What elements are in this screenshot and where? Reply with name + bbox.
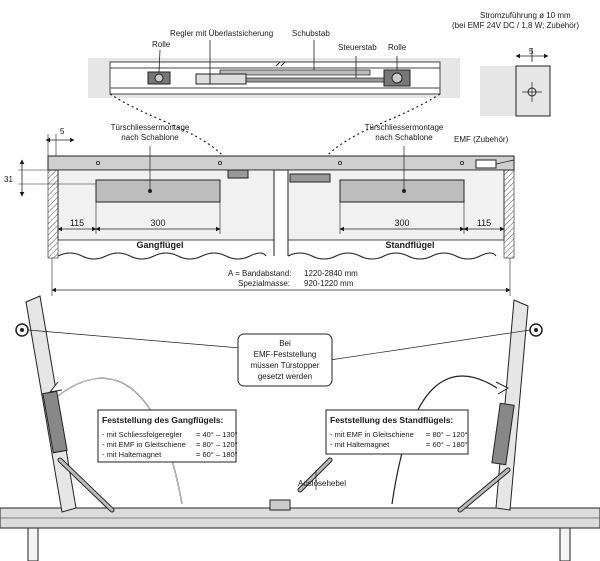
frame-rail xyxy=(47,155,515,171)
label-strom-2: (bei EMF 24V DC / 1,8 W; Zubehör) xyxy=(452,21,579,30)
note-line-1: Bei xyxy=(279,339,291,348)
label-ausloesehebel: Auslösehebel xyxy=(298,479,346,488)
label-schubstab: Schubstab xyxy=(292,29,330,38)
regulator xyxy=(195,73,247,85)
note-line-2: EMF-Feststellung xyxy=(254,350,317,359)
label-emf: EMF (Zubehör) xyxy=(454,135,509,144)
power-supply-detail xyxy=(480,48,551,117)
plan-view xyxy=(18,134,515,296)
opening-angles xyxy=(0,295,600,561)
label-a-1: A = Bandabstand: xyxy=(228,269,291,278)
label-strom-dim: 5 xyxy=(529,47,534,56)
value-a-1: 1220-2840 mm xyxy=(304,269,358,278)
gang-row-3-value: = 60° – 180° xyxy=(196,450,238,459)
gang-title: Feststellung des Gangflügels: xyxy=(102,415,224,425)
label-dim-300-left: 300 xyxy=(150,218,165,228)
stand-info-box xyxy=(325,409,469,455)
rail-detail xyxy=(88,40,460,159)
gang-info-box xyxy=(97,409,237,463)
gang-row-2-value: = 80° – 120° xyxy=(196,440,238,449)
stand-title: Feststellung des Standflügels: xyxy=(330,415,453,425)
stand-row-2-value: = 60° – 180° xyxy=(426,440,468,449)
label-a-2: Spezialmasse: xyxy=(238,279,290,288)
label-standfluegel: Standflügel xyxy=(386,240,435,250)
label-montage-left-1: Türschliessermontage xyxy=(111,123,190,132)
label-dim-115-left: 115 xyxy=(70,218,84,228)
door-closer-left xyxy=(95,179,221,203)
gang-row-2-label: - mit EMF in Gleitschiene xyxy=(102,440,186,449)
label-gangfluegel: Gangflügel xyxy=(137,240,184,250)
gang-row-1-value: = 40° – 130° xyxy=(196,430,238,439)
note-line-3: müssen Türstopper xyxy=(251,361,320,370)
stand-row-1-label: - mit EMF in Gleitschiene xyxy=(330,430,414,439)
schubstab-bar xyxy=(219,69,371,76)
label-dim-31: 31 xyxy=(4,175,13,184)
note-line-4: gesetzt werden xyxy=(258,372,312,381)
value-a-2: 920-1220 mm xyxy=(304,279,354,288)
label-rolle-right: Rolle xyxy=(388,43,407,52)
label-montage-right-2: nach Schablone xyxy=(375,133,433,142)
label-dim-115-right: 115 xyxy=(477,218,491,228)
note-box xyxy=(237,333,333,387)
label-rolle-left: Rolle xyxy=(152,40,171,49)
gang-row-3-label: - mit Haltemagnet xyxy=(102,450,162,459)
label-strom-1: Stromzuführung ø 10 mm xyxy=(480,11,571,20)
steuerstab-bar xyxy=(239,77,401,83)
stand-row-1-value: = 80° – 120° xyxy=(426,430,468,439)
label-regler: Regler mit Überlastsicherung xyxy=(170,29,273,38)
label-dim-5-left: 5 xyxy=(60,127,65,136)
label-steuerstab: Steuerstab xyxy=(338,43,377,52)
label-dim-300-right: 300 xyxy=(394,218,409,228)
label-montage-right-1: Türschliessermontage xyxy=(365,123,444,132)
stand-row-2-label: - mit Haltemagnet xyxy=(330,440,390,449)
gang-row-1-label: - mit Schliessfolgeregler xyxy=(102,430,183,439)
label-montage-left-2: nach Schablone xyxy=(121,133,179,142)
